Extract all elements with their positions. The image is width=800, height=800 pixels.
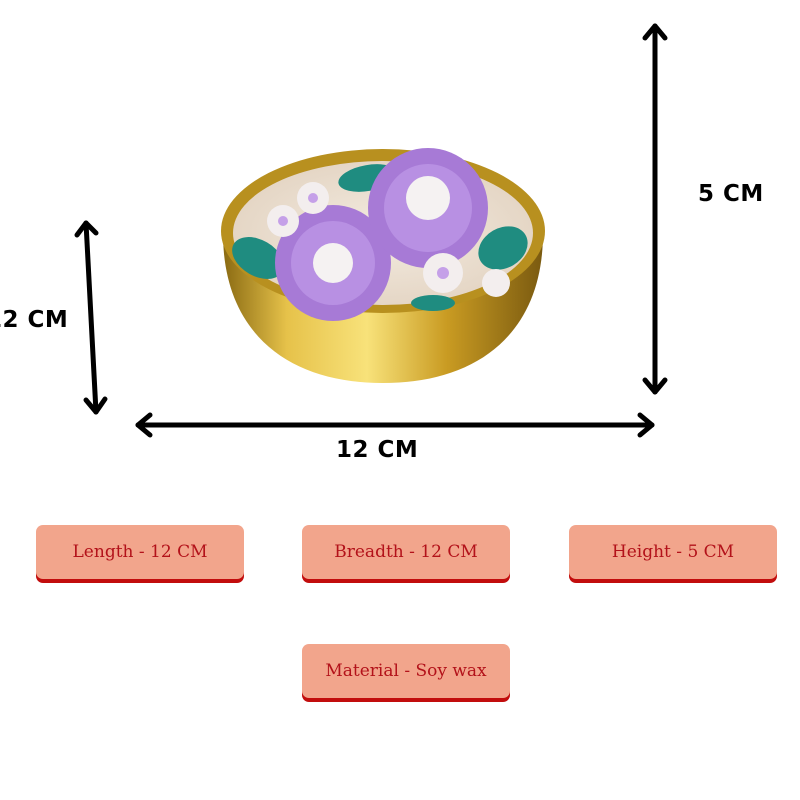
purple-flower-left (275, 205, 391, 321)
spec-breadth-badge: Breadth - 12 CM (302, 525, 510, 579)
spec-material-badge: Material - Soy wax (302, 644, 510, 698)
spec-length-badge: Length - 12 CM (36, 525, 244, 579)
product-image (221, 148, 545, 383)
spec-height-badge: Height - 5 CM (569, 525, 777, 579)
depth-dimension-label: 12 CM (0, 307, 69, 333)
width-dimension-label: 12 CM (336, 437, 419, 463)
purple-flower-right (368, 148, 488, 268)
height-dimension-label: 5 CM (698, 181, 764, 207)
width-arrow (135, 412, 655, 438)
height-arrow (642, 23, 668, 395)
depth-arrow (74, 220, 108, 415)
